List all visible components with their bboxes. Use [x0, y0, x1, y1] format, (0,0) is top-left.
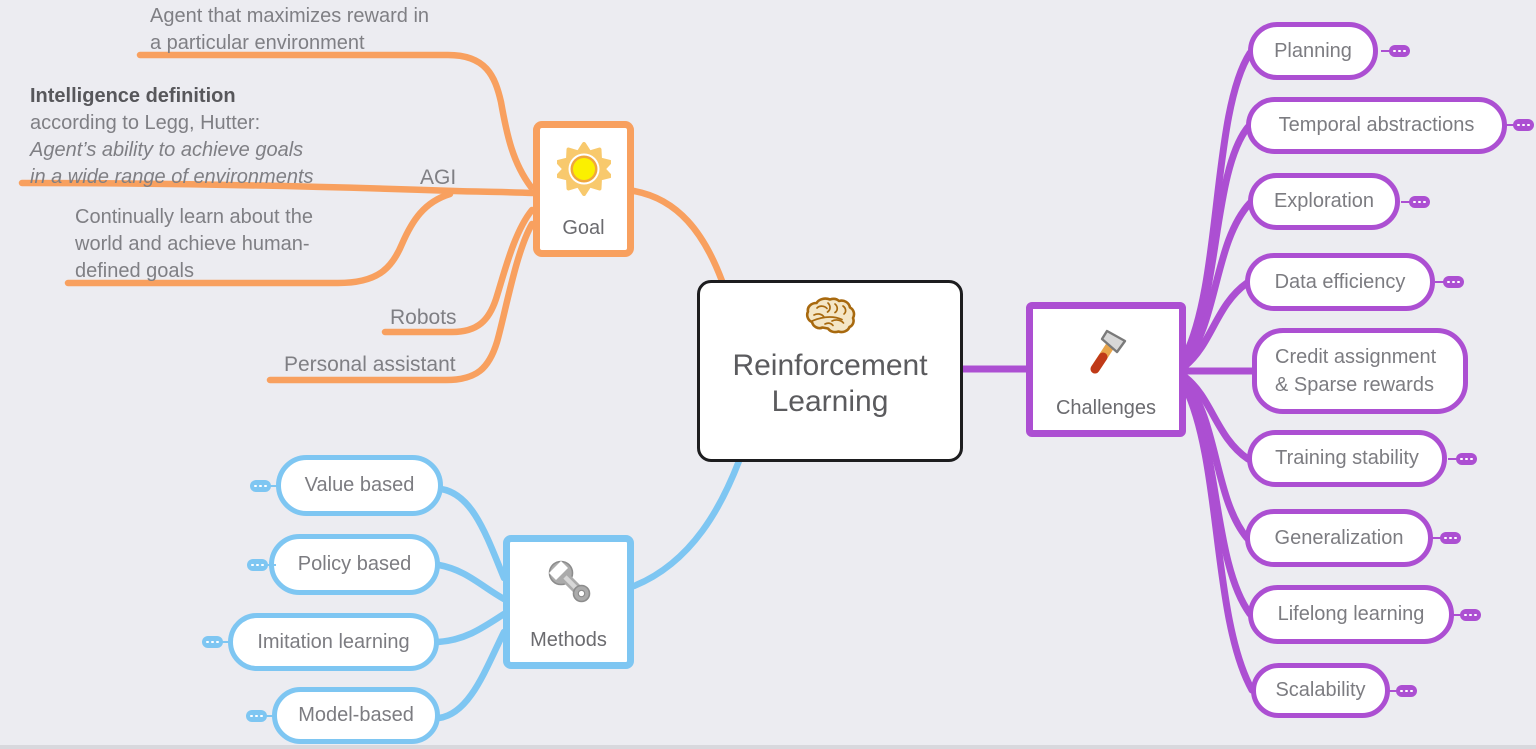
pill-label: Scalability [1275, 679, 1366, 701]
node-personal-assistant[interactable]: Personal assistant [284, 353, 456, 376]
ellipsis-icon[interactable] [246, 710, 275, 722]
node-goal-label: Goal [562, 217, 605, 239]
ellipsis-icon[interactable] [1388, 685, 1417, 697]
note-line: Continually learn about the [75, 206, 313, 228]
ellipsis-icon[interactable] [202, 636, 231, 648]
pill-label: Data efficiency [1274, 270, 1406, 293]
challenge-pill-temporal-abstractions[interactable]: Temporal abstractions [1246, 97, 1507, 154]
challenge-pill-planning[interactable]: Planning [1248, 22, 1378, 80]
challenge-pill-credit-assignment[interactable]: Credit assignment & Sparse rewards [1252, 328, 1468, 414]
note-line: Agent that maximizes reward in [150, 5, 430, 27]
central-title-line1: Reinforcement [732, 349, 928, 382]
challenge-pill-training-stability[interactable]: Training stability [1247, 430, 1447, 487]
ellipsis-icon[interactable] [250, 480, 279, 492]
pill-label: Generalization [1274, 526, 1404, 549]
note-line-italic: in a wide range of environments [30, 166, 314, 188]
blue-branch-lines [434, 457, 743, 722]
node-goal[interactable]: Goal [533, 121, 634, 257]
note-line: defined goals [75, 260, 194, 282]
pill-label: Exploration [1273, 190, 1375, 212]
hammer-icon [1079, 323, 1133, 382]
ellipsis-icon[interactable] [1452, 609, 1481, 621]
challenge-pill-exploration[interactable]: Exploration [1248, 173, 1400, 230]
ellipsis-icon[interactable] [1432, 532, 1461, 544]
node-methods-label: Methods [530, 629, 607, 651]
ellipsis-icon[interactable] [1505, 119, 1534, 131]
note-line: world and achieve human- [75, 233, 310, 255]
note-intelligence-definition[interactable]: Intelligence definition according to Leg… [30, 83, 314, 191]
node-robots[interactable]: Robots [390, 306, 457, 329]
pill-label: Model-based [298, 704, 414, 726]
note-line: a particular environment [150, 32, 365, 54]
note-line-italic: Agent’s ability to achieve goals [30, 139, 304, 161]
ellipsis-icon[interactable] [1435, 276, 1464, 288]
note-line-bold: Intelligence definition [30, 85, 236, 107]
node-challenges[interactable]: Challenges [1026, 302, 1186, 437]
ellipsis-icon[interactable] [247, 559, 276, 571]
pill-label: Value based [304, 474, 415, 496]
node-reinforcement-learning[interactable]: Reinforcement Learning [697, 280, 963, 462]
challenge-pill-lifelong-learning[interactable]: Lifelong learning [1248, 585, 1454, 644]
node-methods[interactable]: Methods [503, 535, 634, 669]
pill-label: Training stability [1275, 447, 1419, 469]
pill-label: Credit assignment [1275, 346, 1437, 368]
node-challenges-label: Challenges [1055, 397, 1157, 419]
pill-label: Policy based [297, 553, 412, 575]
method-pill-policy-based[interactable]: Policy based [269, 534, 440, 595]
pill-label: Lifelong learning [1277, 603, 1425, 625]
node-agi[interactable]: AGI [420, 166, 457, 189]
challenge-pill-data-efficiency[interactable]: Data efficiency [1245, 253, 1435, 311]
method-pill-model-based[interactable]: Model-based [272, 687, 440, 744]
pill-label: Temporal abstractions [1278, 114, 1475, 136]
ellipsis-icon[interactable] [1401, 196, 1430, 208]
pill-label-line2: & Sparse rewards [1275, 374, 1434, 396]
method-pill-value-based[interactable]: Value based [276, 455, 443, 516]
orange-branch-lines [18, 51, 726, 384]
pill-label: Planning [1274, 39, 1352, 62]
sun-icon [555, 142, 612, 201]
purple-branch-lines [958, 49, 1258, 694]
ellipsis-icon[interactable] [1381, 45, 1410, 57]
note-line: according to Legg, Hutter: [30, 112, 261, 134]
ellipsis-icon[interactable] [1448, 453, 1477, 465]
note-agent-maximizes[interactable]: Agent that maximizes reward in a particu… [150, 3, 429, 57]
note-continually-learn[interactable]: Continually learn about the world and ac… [75, 204, 313, 285]
central-title-line2: Learning [771, 385, 889, 418]
method-pill-imitation-learning[interactable]: Imitation learning [228, 613, 439, 671]
wrench-icon [544, 556, 594, 611]
pill-label: Imitation learning [257, 630, 410, 653]
brain-icon [804, 297, 856, 340]
challenge-pill-generalization[interactable]: Generalization [1245, 509, 1433, 567]
challenge-pill-scalability[interactable]: Scalability [1251, 663, 1390, 718]
